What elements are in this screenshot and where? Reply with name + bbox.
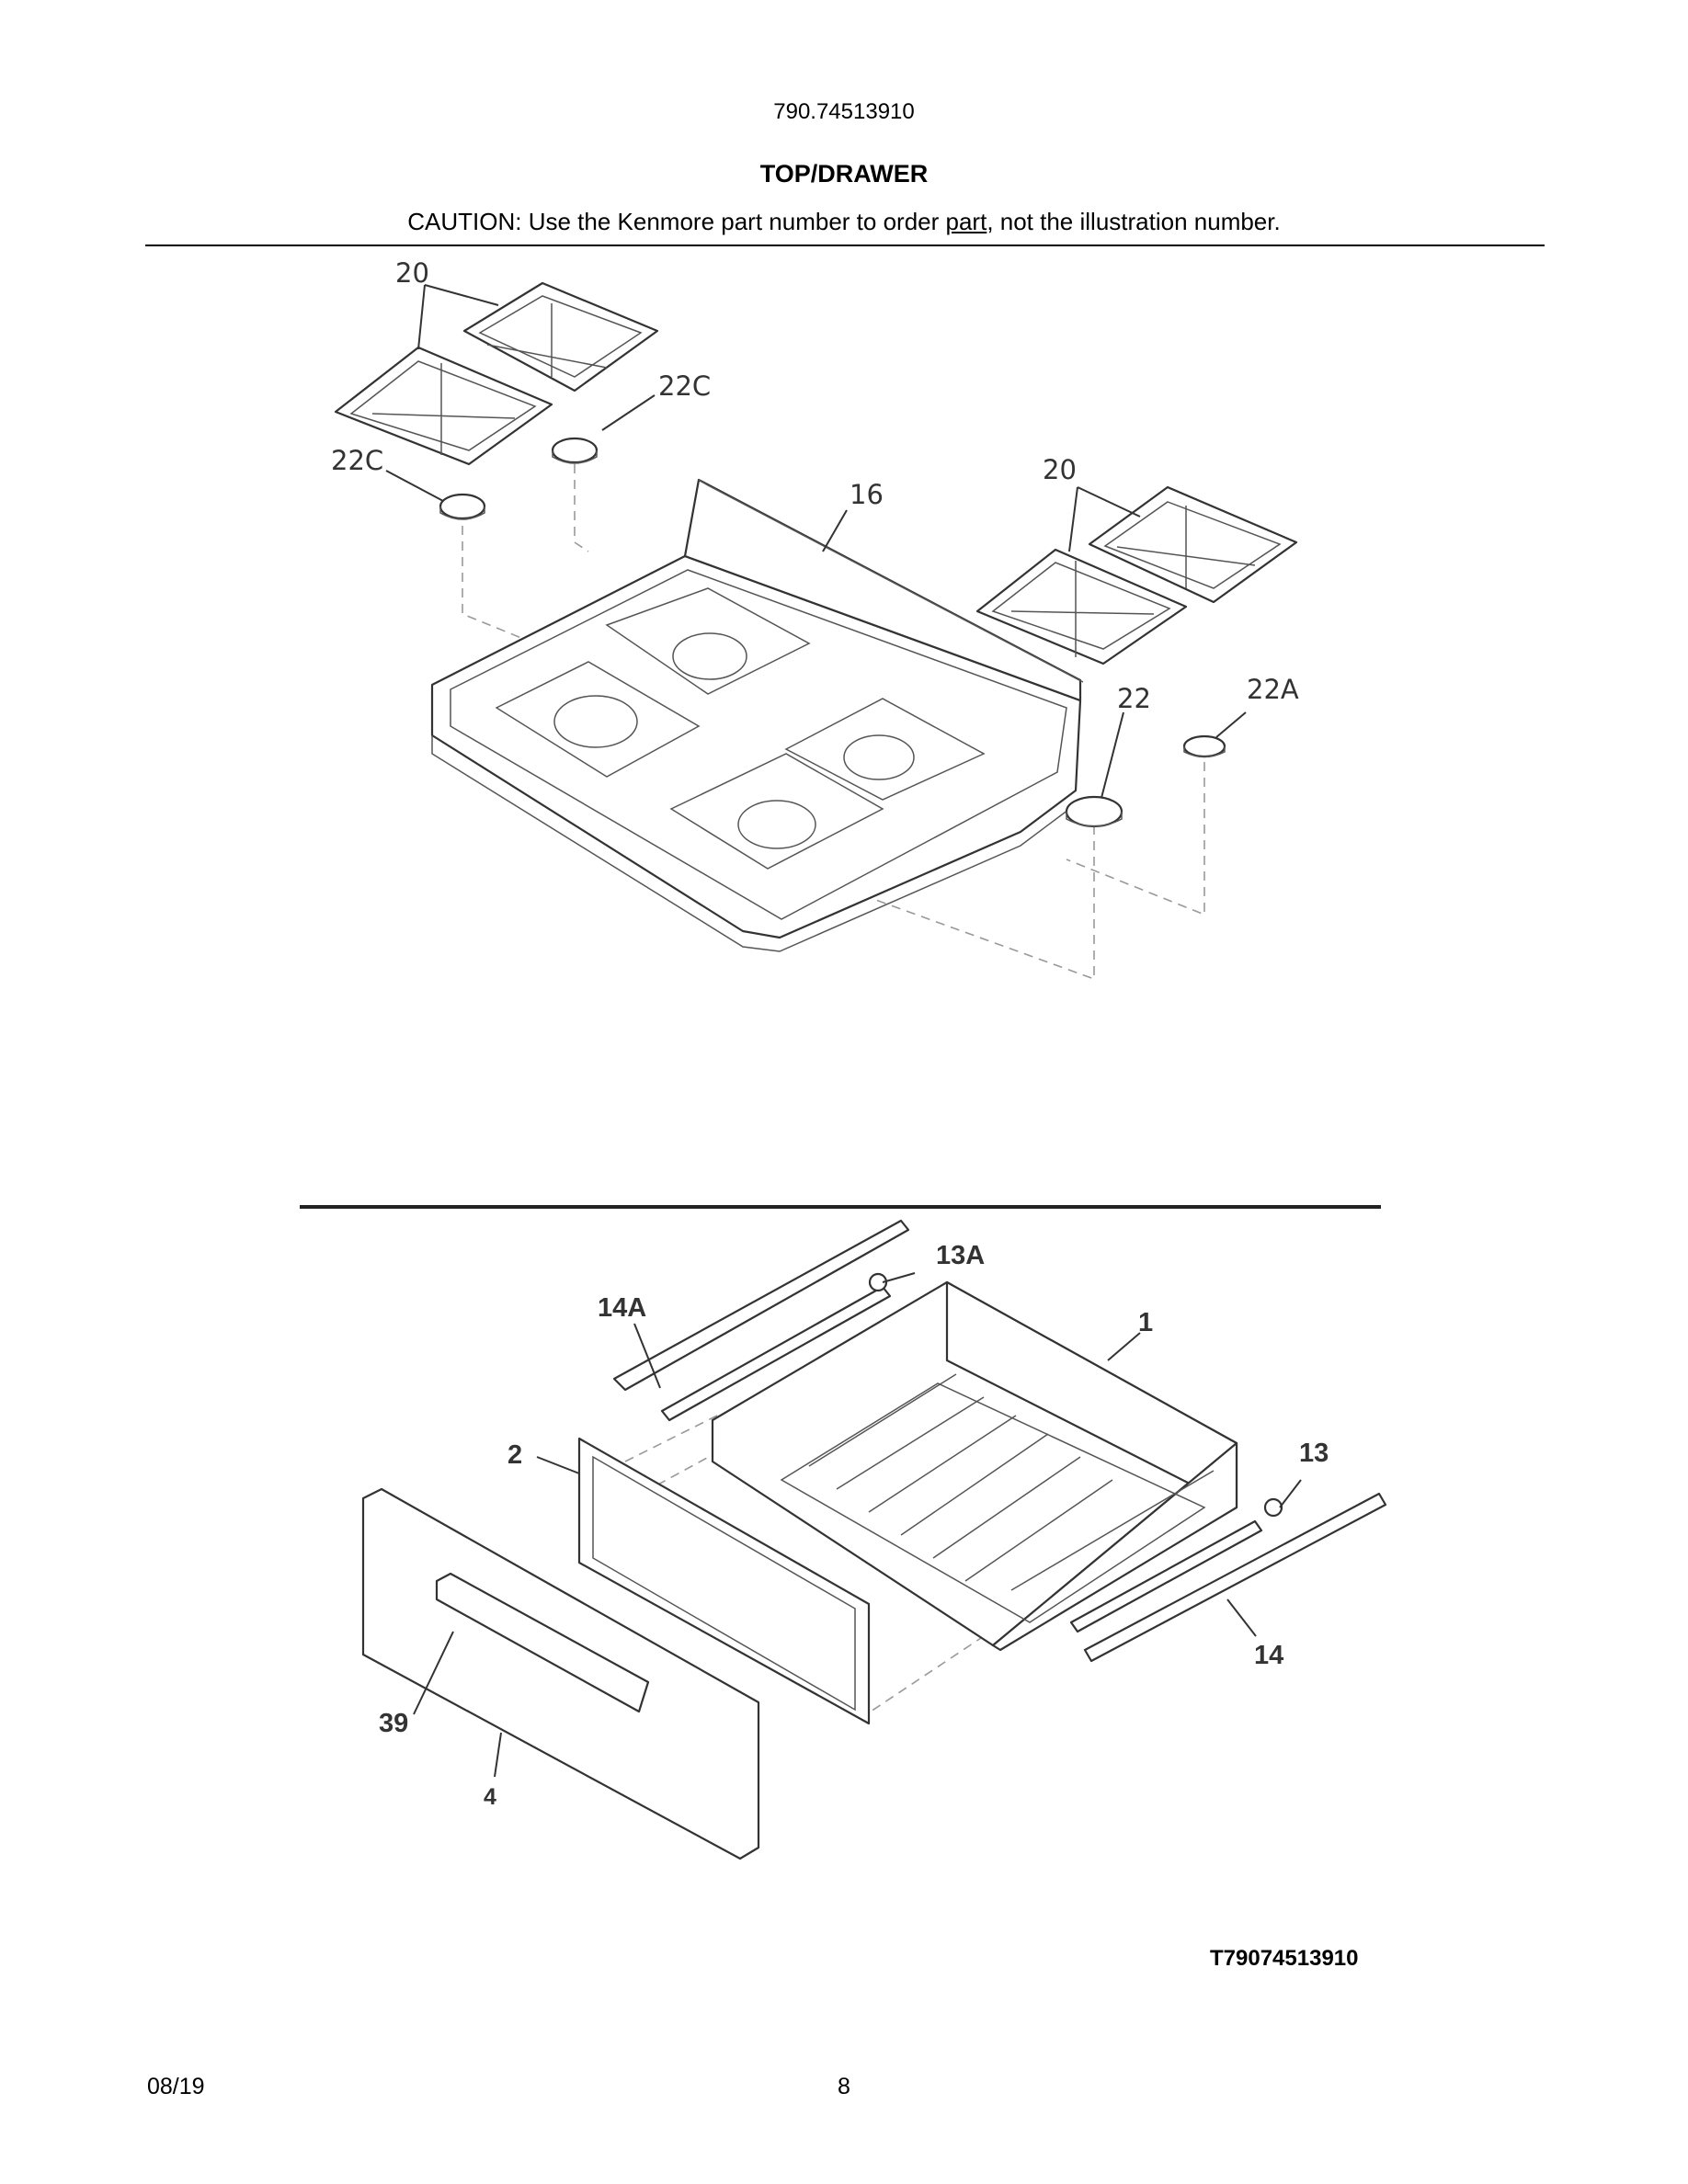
grate-right-pair (975, 485, 1298, 665)
burner-cap-22a (1182, 734, 1226, 758)
burner-cap-22c-left (439, 493, 486, 520)
callout-1: 1 (1138, 1308, 1153, 1337)
caution-part-link[interactable]: part (945, 208, 987, 235)
callout-22c-left: 22C (331, 445, 383, 476)
drawer-slide-right (1069, 1492, 1387, 1663)
burner-cap-22c-right (551, 437, 599, 464)
model-number: 790.74513910 (773, 99, 915, 124)
drawer-front-frame (577, 1437, 871, 1725)
callout-13a: 13A (936, 1241, 985, 1270)
caution-text: CAUTION: Use the Kenmore part number to … (407, 208, 946, 235)
drawer-body (711, 1280, 1238, 1652)
callout-22: 22 (1117, 683, 1151, 714)
callout-20-right: 20 (1043, 454, 1077, 485)
callout-16: 16 (850, 479, 884, 510)
footer-page-number: 8 (838, 2074, 850, 2099)
burner-cap-22 (1065, 795, 1123, 828)
callout-22a: 22A (1247, 674, 1299, 705)
drawer-assembly: 13A 14A 1 2 13 14 39 4 (361, 1219, 1387, 1860)
section-title: TOP/DRAWER (759, 160, 929, 188)
callout-4: 4 (484, 1784, 496, 1810)
drawer-slide-left (612, 1219, 910, 1422)
drawer-front-panel (361, 1487, 760, 1860)
slide-roller-13 (1263, 1497, 1283, 1518)
callout-13: 13 (1299, 1439, 1329, 1468)
callout-14a: 14A (598, 1293, 646, 1323)
slide-roller-13a (868, 1272, 888, 1292)
callout-2: 2 (508, 1440, 522, 1470)
section-divider (300, 1205, 1381, 1209)
grate-left-pair (334, 281, 659, 466)
callout-14: 14 (1254, 1641, 1283, 1670)
cooktop-main-top (430, 478, 1084, 952)
diagram-code: T79074513910 (1210, 1946, 1359, 1971)
caution-note: CAUTION: Use the Kenmore part number to … (0, 208, 1688, 236)
header-divider (145, 245, 1545, 246)
caution-text-end: , not the illustration number. (987, 208, 1281, 235)
footer-date: 08/19 (147, 2074, 205, 2099)
callout-22c-right: 22C (658, 370, 711, 402)
callout-39: 39 (379, 1709, 408, 1738)
callout-20-left: 20 (395, 257, 429, 289)
cooktop-assembly: 20 22C 22C 20 16 22 22A (331, 257, 1299, 981)
